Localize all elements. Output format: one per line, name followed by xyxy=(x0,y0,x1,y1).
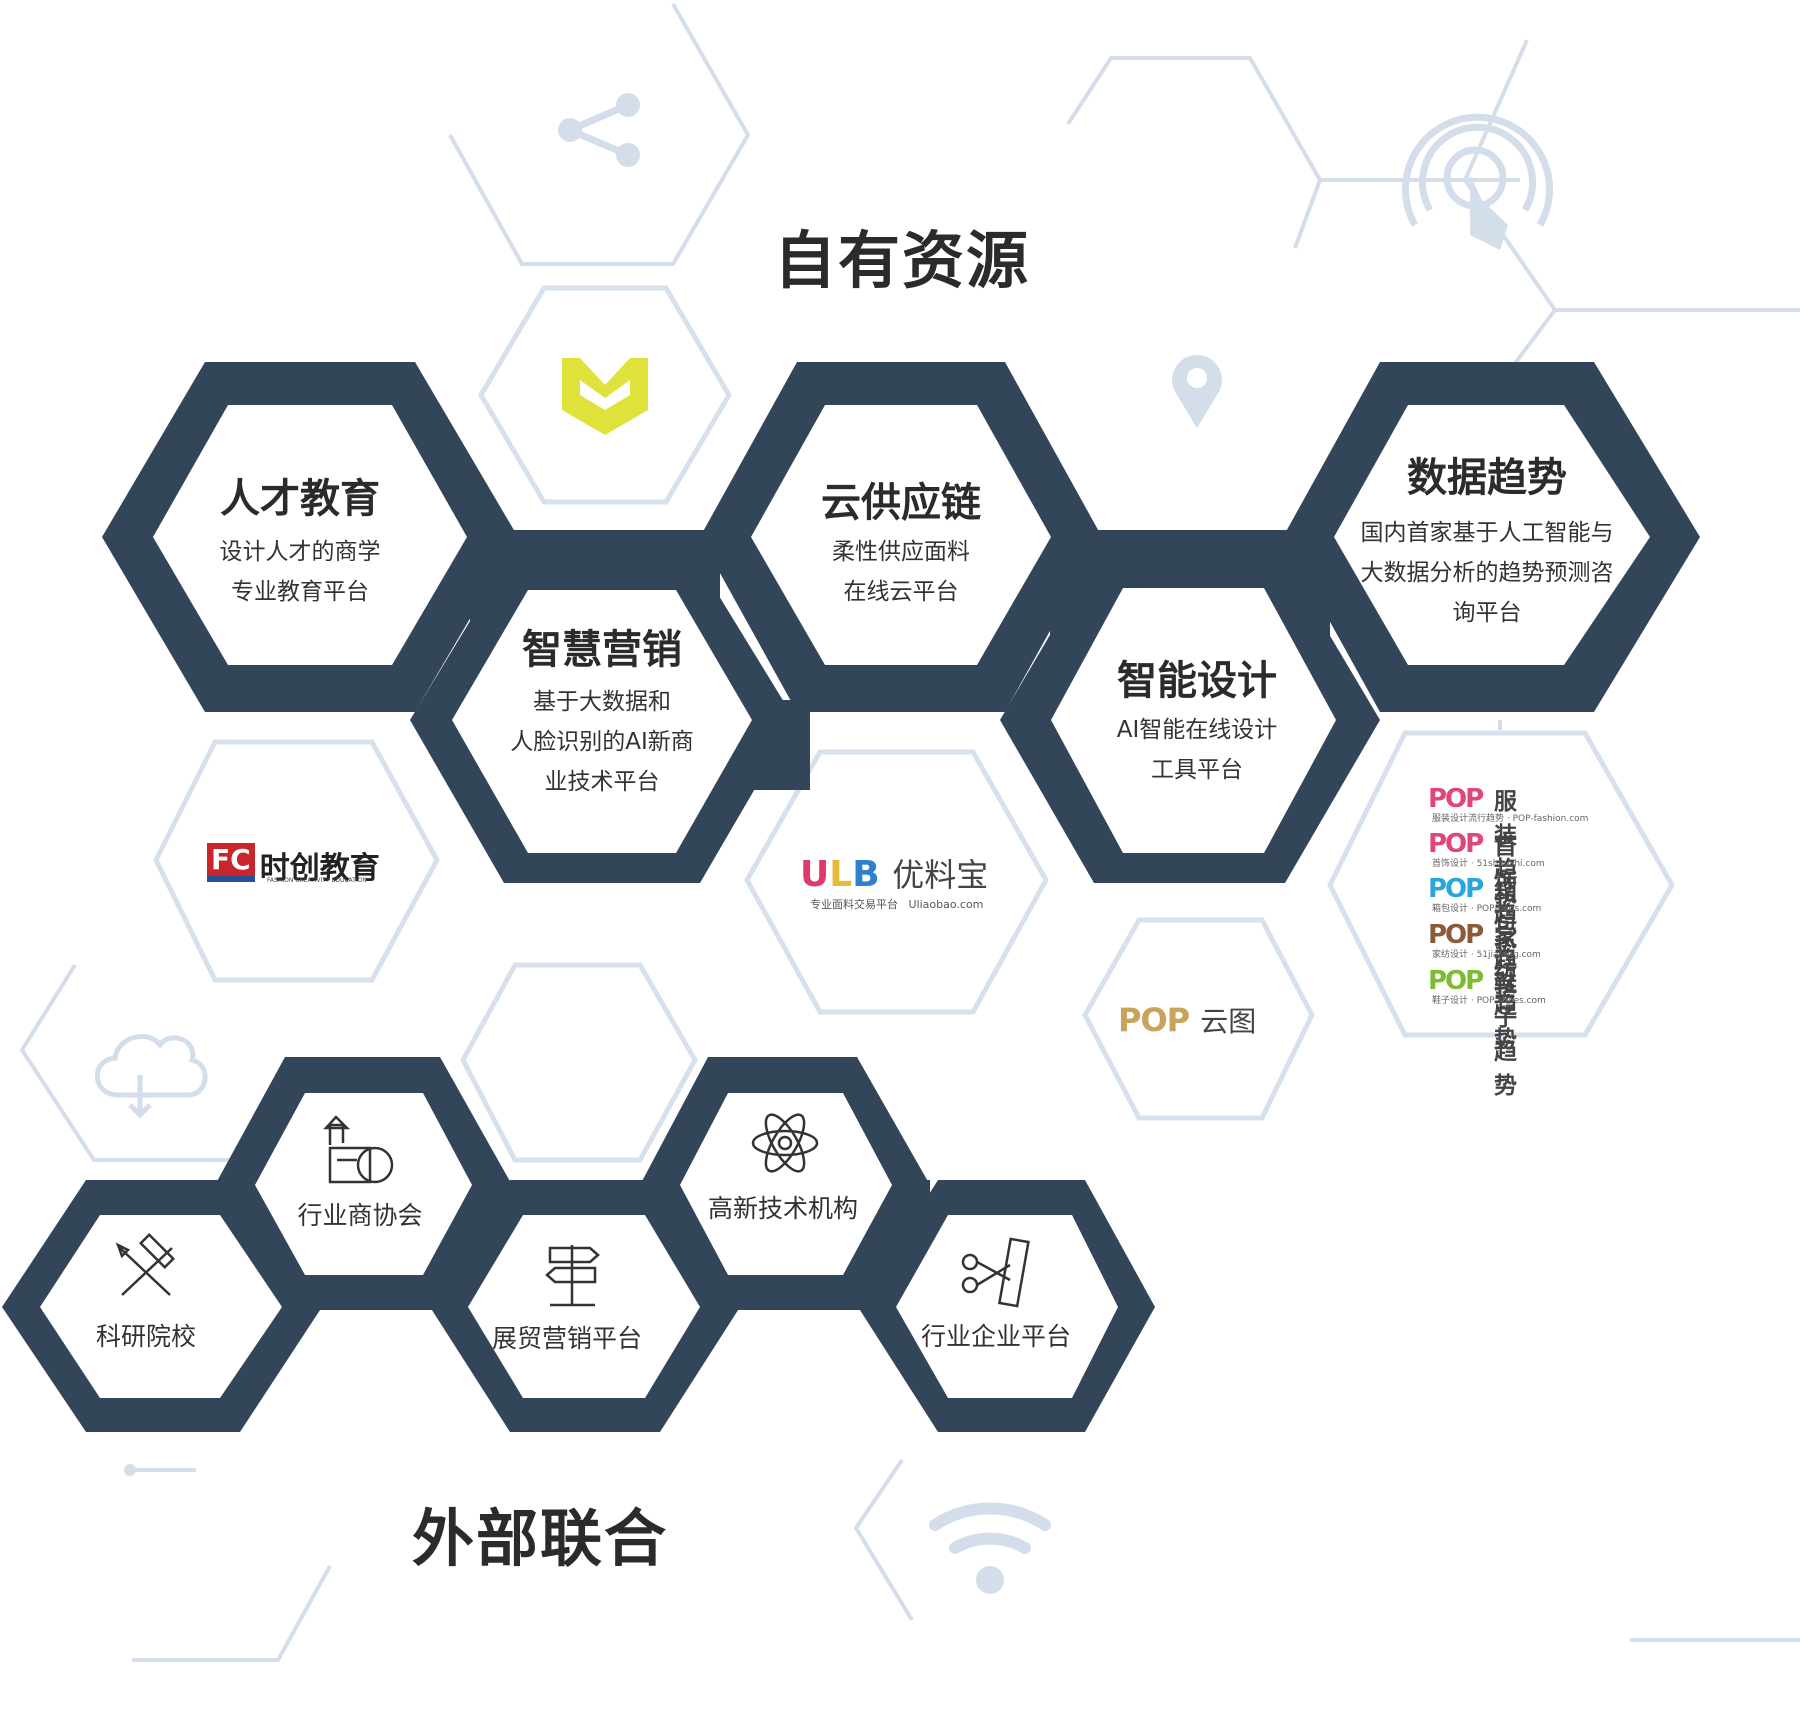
ulb-logo: ULB 优料宝 专业面料交易平台 Uliaobao.com xyxy=(800,850,989,911)
hex-title-smart-design: 智能设计 xyxy=(1117,658,1277,704)
cloud-download-icon xyxy=(94,1034,208,1119)
pop-mark: POP xyxy=(1428,784,1484,814)
title-own-resources: 自有资源 xyxy=(773,224,1031,297)
pop-cloud-logo: POP 云图 xyxy=(1118,1000,1256,1040)
pop-sub: 服装设计流行趋势 · POP-fashion.com xyxy=(1432,814,1589,824)
fc-mark: FC xyxy=(207,843,255,882)
pop-sub: 箱包设计 · POP-bags.com xyxy=(1432,904,1542,914)
light-hex-m-logo xyxy=(478,285,732,505)
pop-sub: 鞋子设计 · POP-shoes.com xyxy=(1432,996,1546,1006)
ulb-name: 优料宝 xyxy=(892,856,989,894)
pop-name: 箱包趋势 xyxy=(1494,879,1517,1007)
pop-name: 鞋子趋势 xyxy=(1494,971,1517,1099)
ulb-mark: ULB xyxy=(800,854,880,895)
m-logo-icon xyxy=(562,358,648,435)
wifi-icon xyxy=(929,1502,1051,1594)
pencil-ruler-icon xyxy=(115,1232,176,1296)
hex-desc-smart-design: AI智能在线设计工具平台 xyxy=(1116,717,1278,783)
hex-label-exhibition-platform: 展贸营销平台 xyxy=(491,1324,643,1353)
hex-label-research-institutes: 科研院校 xyxy=(95,1322,197,1351)
fc-sub: FASHION CREATIVITY EDUCATION xyxy=(267,877,367,884)
hex-title-smart-marketing: 智慧营销 xyxy=(522,627,682,673)
background-network-lines xyxy=(19,3,1800,1662)
ulb-sub: 专业面料交易平台 Uliaobao.com xyxy=(810,898,984,911)
light-hex-pop-list xyxy=(1327,730,1675,1038)
title-external-union: 外部联合 xyxy=(411,1502,669,1575)
light-hex-fc xyxy=(153,739,440,983)
pop-cloud-mark: POP xyxy=(1118,1001,1190,1039)
pop-name: 首饰趋势 xyxy=(1494,834,1517,962)
hex-desc-talent-education: 设计人才的商学专业教育平台 xyxy=(219,539,381,605)
dot-decoration xyxy=(124,1464,136,1476)
share-icon xyxy=(558,93,640,167)
atom-icon xyxy=(751,1113,819,1173)
light-hex-pop-cloud xyxy=(1082,917,1315,1121)
light-hex-ulb xyxy=(744,749,1049,1015)
location-pin-icon xyxy=(1172,355,1222,428)
pop-mark: POP xyxy=(1428,966,1484,996)
hex-desc-cloud-supply: 柔性供应面料在线云平台 xyxy=(832,539,970,605)
light-hexagons xyxy=(153,285,1675,1163)
pop-mark: POP xyxy=(1428,829,1484,859)
fc-education-logo: FC 时创教育 FASHION CREATIVITY EDUCATION xyxy=(207,843,380,887)
pop-cloud-name: 云图 xyxy=(1200,1005,1257,1038)
pop-name: 家纺趋势 xyxy=(1494,925,1517,1053)
hex-title-cloud-supply: 云供应链 xyxy=(821,480,981,526)
scissors-ruler-icon xyxy=(961,1237,1030,1308)
business-growth-icon xyxy=(323,1115,394,1184)
hex-desc-smart-marketing: 基于大数据和人脸识别的AI新商业技术平台 xyxy=(510,689,694,795)
hex-label-industry-associations: 行业商协会 xyxy=(297,1201,423,1230)
fc-name: 时创教育 xyxy=(259,851,380,886)
external-hex-inner xyxy=(40,1093,1118,1398)
signpost-icon xyxy=(545,1245,600,1307)
hex-title-talent-education: 人才教育 xyxy=(220,476,380,522)
pop-mark: POP xyxy=(1428,874,1484,904)
light-hex-empty xyxy=(460,962,698,1163)
touch-signal-icon xyxy=(1402,113,1553,250)
hex-title-data-trend: 数据趋势 xyxy=(1407,455,1567,501)
own-hex-inner xyxy=(153,405,1650,853)
pop-name: 服装趋势 xyxy=(1494,789,1517,917)
pop-mark: POP xyxy=(1428,920,1484,950)
hex-label-enterprise-platform: 行业企业平台 xyxy=(920,1322,1072,1351)
pop-sub: 家纺设计 · 51jiafang.com xyxy=(1432,950,1541,960)
pop-sub: 首饰设计 · 51shoushi.com xyxy=(1432,859,1545,869)
hex-desc-data-trend: 国内首家基于人工智能与大数据分析的趋势预测咨询平台 xyxy=(1360,520,1614,626)
hex-label-tech-institutions: 高新技术机构 xyxy=(707,1194,859,1223)
